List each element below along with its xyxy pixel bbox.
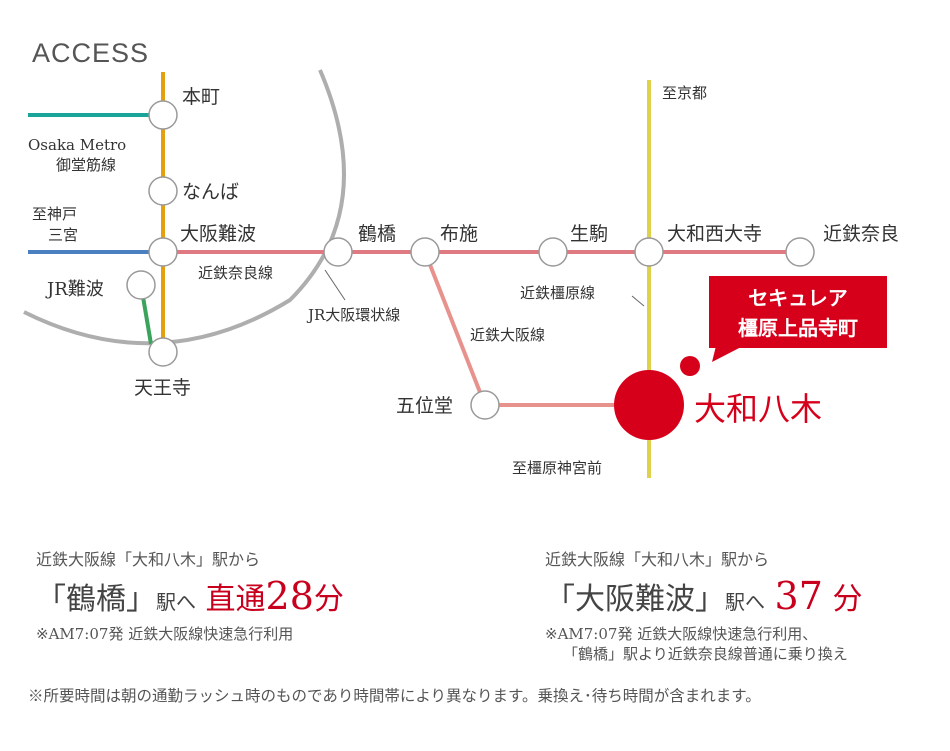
panel-right-lead: 近鉄大阪線「大和八木」駅から <box>545 550 770 569</box>
label-jr-namba: JR難波 <box>45 279 104 300</box>
panel-right-dest: 「大阪難波」 <box>545 582 725 617</box>
jr-loop-line <box>23 69 346 346</box>
label-osaka-namba: 大阪難波 <box>180 223 256 245</box>
station-tsuruhashi[interactable] <box>323 237 353 267</box>
panel-left-lead: 近鉄大阪線「大和八木」駅から <box>36 550 261 569</box>
label-yamato-saidaiji: 大和西大寺 <box>667 223 762 245</box>
panel-right-note2: 「鶴橋」駅より近鉄奈良線普通に乗り換え <box>563 645 848 663</box>
label-kintetsu-nara: 近鉄奈良 <box>823 223 899 245</box>
label-yamato-yagi: 大和八木 <box>694 390 822 428</box>
label-tennoji: 天王寺 <box>134 377 191 399</box>
label-dir-kyoto: 至京都 <box>662 84 707 102</box>
property-callout-box <box>709 276 887 348</box>
label-kintetsu-osaka-line: 近鉄大阪線 <box>470 326 545 344</box>
station-namba[interactable] <box>148 176 178 206</box>
label-tsuruhashi: 鶴橋 <box>358 223 396 245</box>
kashihara-leader <box>631 295 645 307</box>
label-osaka-metro: Osaka Metro <box>28 136 126 154</box>
label-dir-kashihara-jingu: 至橿原神宮前 <box>512 459 602 477</box>
panel-left-note: ※AM7:07発 近鉄大阪線快速急行利用 <box>36 625 294 643</box>
station-fuse[interactable] <box>410 237 440 267</box>
station-yamato-saidaiji[interactable] <box>634 237 664 267</box>
label-kintetsu-nara-line: 近鉄奈良線 <box>198 264 273 282</box>
panel-osaka-namba: 近鉄大阪線「大和八木」駅から 「大阪難波」駅へ 37 分 ※AM7:07発 近鉄… <box>545 546 862 664</box>
label-fuse: 布施 <box>440 223 478 245</box>
label-jr-loop: JR大阪環状線 <box>306 306 400 324</box>
station-goido[interactable] <box>470 390 500 420</box>
station-honmachi[interactable] <box>148 100 178 130</box>
property-name-line2: 橿原上品寺町 <box>738 316 858 340</box>
panel-right-minutes: 37 <box>774 574 823 618</box>
station-osaka-namba[interactable] <box>148 237 178 267</box>
panel-left-dest-suffix: 駅へ <box>156 590 196 614</box>
property-name-line1: セキュレア <box>748 286 848 310</box>
panel-left-dest: 「鶴橋」 <box>36 582 156 617</box>
label-namba: なんば <box>182 181 239 203</box>
panel-left-time: 「鶴橋」駅へ 直通28分 <box>36 574 344 618</box>
panel-right-time: 「大阪難波」駅へ 37 分 <box>545 574 862 618</box>
jr-loop-leader <box>324 269 346 301</box>
station-ikoma[interactable] <box>538 237 568 267</box>
panel-left-direct: 直通 <box>205 582 266 617</box>
label-goido: 五位堂 <box>396 395 453 417</box>
label-ikoma: 生駒 <box>570 223 608 245</box>
station-kintetsu-nara[interactable] <box>785 237 815 267</box>
label-midosuji: 御堂筋線 <box>56 156 116 174</box>
label-honmachi: 本町 <box>182 86 220 108</box>
label-dir-kobe-1: 至神戸 <box>32 205 77 223</box>
property-dot <box>680 356 700 376</box>
panel-left-minutes: 28 <box>265 574 314 618</box>
panel-right-unit: 分 <box>832 582 863 617</box>
station-yamato-yagi[interactable] <box>614 370 684 440</box>
station-jr-namba[interactable] <box>126 270 156 300</box>
access-title: ACCESS <box>32 38 149 68</box>
panel-right-note1: ※AM7:07発 近鉄大阪線快速急行利用、 <box>545 625 818 643</box>
station-tennoji[interactable] <box>148 337 178 367</box>
panel-left-unit: 分 <box>313 582 344 617</box>
label-kashihara-line: 近鉄橿原線 <box>520 284 595 302</box>
route-map: ACCESS セキュレア 橿原上品寺町 本町 なんば 大阪難波 <box>23 38 899 478</box>
panel-tsuruhashi: 近鉄大阪線「大和八木」駅から 「鶴橋」駅へ 直通28分 ※AM7:07発 近鉄大… <box>36 546 344 644</box>
panel-right-dest-suffix: 駅へ <box>725 590 765 614</box>
footer-note: ※所要時間は朝の通勤ラッシュ時のものであり時間帯により異なります。乗換え･待ち時… <box>28 687 761 705</box>
label-dir-kobe-2: 三宮 <box>48 226 78 244</box>
